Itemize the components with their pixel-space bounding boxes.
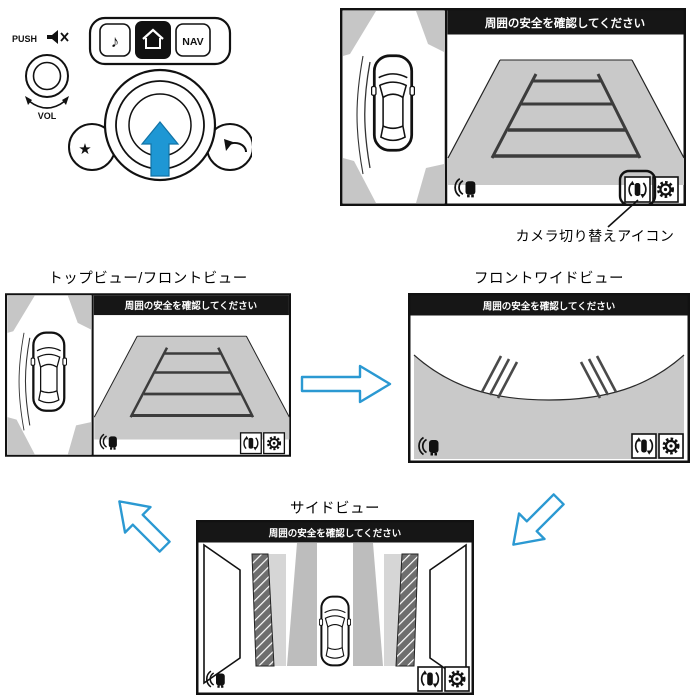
camera-switch-button[interactable] xyxy=(417,666,443,692)
side-view-screen: 周囲の安全を確認してください xyxy=(196,520,474,695)
camera-switch-button[interactable] xyxy=(631,433,657,459)
right-road-marking xyxy=(579,355,618,399)
nav-label: NAV xyxy=(182,36,203,48)
push-label: PUSH xyxy=(12,34,37,44)
right-side-view xyxy=(384,543,467,685)
svg-text:周囲の安全を確認してください: 周囲の安全を確認してください xyxy=(483,301,615,313)
label-front-wide-view: フロントワイドビュー xyxy=(474,271,624,287)
label-top-front-view: トップビュー/フロントビュー xyxy=(48,271,248,287)
top-front-view-screen xyxy=(5,293,291,457)
music-button[interactable]: ♪ xyxy=(99,23,131,57)
caution-banner xyxy=(198,522,472,543)
main-camera-screen xyxy=(340,8,686,206)
label-side-view: サイドビュー xyxy=(290,501,380,517)
volume-knob[interactable] xyxy=(25,54,69,98)
vehicle-top-view xyxy=(319,595,351,667)
star-button[interactable]: ★ xyxy=(78,141,91,158)
vol-label: VOL xyxy=(38,111,57,121)
remote-touch-controller: PUSH VOL ♪ xyxy=(12,16,252,182)
caution-banner xyxy=(410,295,688,316)
settings-button[interactable] xyxy=(444,666,470,692)
arrow-right xyxy=(300,364,392,404)
arrow-down-left xyxy=(512,493,565,546)
music-note-icon: ♪ xyxy=(111,32,120,51)
right-mask xyxy=(353,543,383,666)
left-road-marking xyxy=(480,355,519,399)
return-button[interactable] xyxy=(224,139,248,153)
left-side-view xyxy=(203,543,286,685)
nav-button[interactable]: NAV xyxy=(175,23,211,57)
camera-switch-callout-label: カメラ切り替えアイコン xyxy=(515,228,675,244)
home-button[interactable] xyxy=(135,21,171,59)
front-wide-view-screen: 周囲の安全を確認してください xyxy=(408,293,690,463)
ground xyxy=(414,355,684,459)
camera-switch-highlight[interactable] xyxy=(618,169,657,206)
home-icon xyxy=(142,28,164,49)
mute-speaker-icon xyxy=(47,30,69,44)
volume-rotate-arrows xyxy=(25,96,69,109)
press-up-arrow xyxy=(140,121,180,177)
arrow-up-left xyxy=(118,500,171,553)
left-mask xyxy=(287,543,317,666)
svg-text:周囲の安全を確認してください: 周囲の安全を確認してください xyxy=(269,528,401,540)
settings-button[interactable] xyxy=(658,433,684,459)
callout-line xyxy=(607,199,639,228)
